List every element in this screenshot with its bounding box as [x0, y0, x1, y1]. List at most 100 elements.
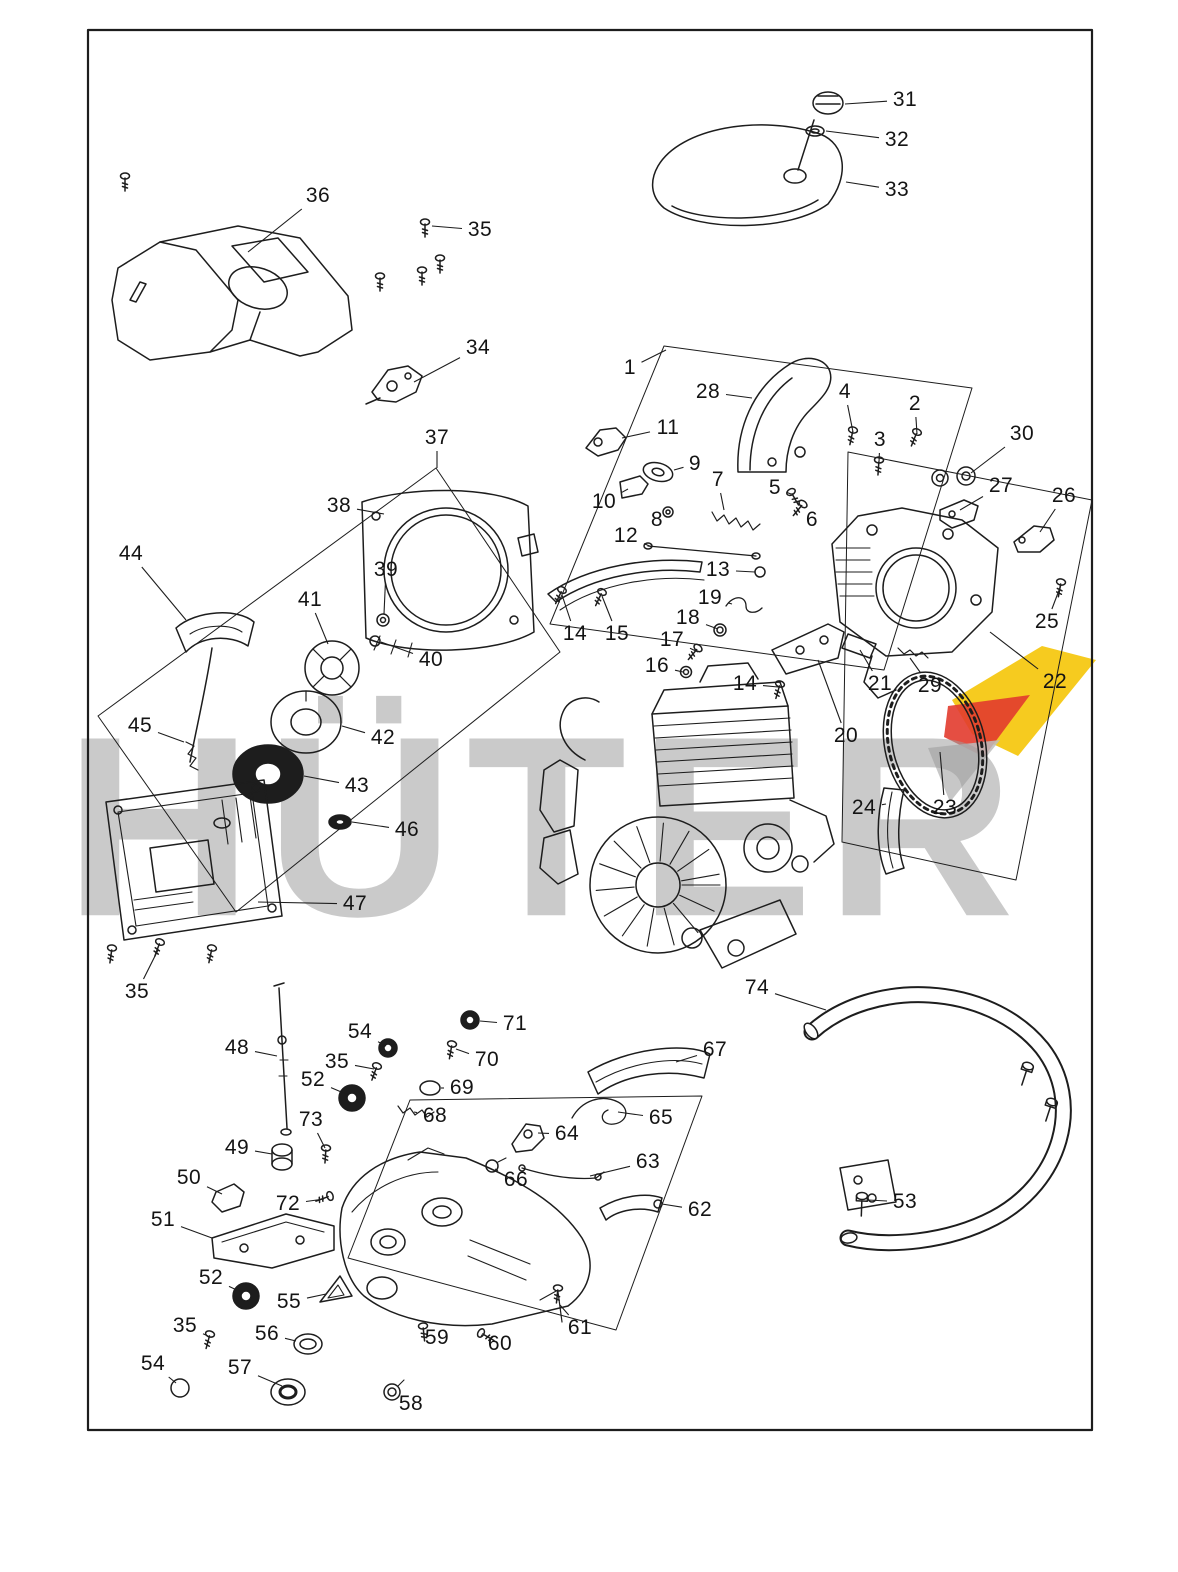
leader-line-25 [1051, 584, 1062, 610]
leader-line-22 [989, 631, 1039, 670]
part-chain-guide [877, 787, 905, 875]
leader-line-26 [1039, 508, 1056, 533]
leader-line-48 [254, 1051, 278, 1057]
callout-27: 27 [988, 474, 1014, 497]
callout-8: 8 [650, 508, 664, 531]
part-starter-handle [175, 612, 255, 771]
part-starter-base-plate [104, 779, 283, 965]
callout-35: 35 [324, 1050, 350, 1073]
callout-52: 52 [198, 1266, 224, 1289]
callout-67: 67 [702, 1038, 728, 1061]
callout-15: 15 [604, 622, 630, 645]
callout-14: 14 [732, 672, 758, 695]
callout-37: 37 [424, 426, 450, 449]
leader-line-63 [589, 1165, 631, 1177]
callout-39: 39 [373, 558, 399, 581]
callout-4: 4 [838, 380, 852, 403]
callout-30: 30 [1009, 422, 1035, 445]
callout-68: 68 [422, 1104, 448, 1127]
callout-61: 61 [567, 1316, 593, 1339]
part-throttle-rod [271, 982, 293, 1171]
part-front-handle [803, 986, 1072, 1252]
callout-51: 51 [150, 1208, 176, 1231]
callout-66: 66 [503, 1168, 529, 1191]
callout-35: 35 [172, 1314, 198, 1337]
callout-2: 2 [908, 392, 922, 415]
callout-56: 56 [254, 1322, 280, 1345]
leader-line-35 [354, 1064, 375, 1070]
leader-line-9 [673, 466, 684, 471]
callout-49: 49 [224, 1136, 250, 1159]
callout-60: 60 [487, 1332, 513, 1355]
part-brake-lever-group [547, 357, 929, 701]
leader-line-53 [867, 1199, 888, 1202]
callout-55: 55 [276, 1290, 302, 1313]
callout-41: 41 [297, 588, 323, 611]
leader-line-21 [859, 649, 873, 672]
leader-line-2 [915, 416, 918, 435]
leader-line-20 [817, 659, 842, 724]
leader-line-11 [621, 431, 651, 439]
leader-line-41 [314, 612, 329, 645]
callout-52: 52 [300, 1068, 326, 1091]
leader-line-66 [494, 1168, 499, 1172]
callout-62: 62 [687, 1198, 713, 1221]
callout-7: 7 [711, 468, 725, 491]
part-starter-pulley-stack [232, 613, 390, 830]
leader-line-35 [202, 1333, 209, 1337]
callout-36: 36 [305, 184, 331, 207]
callout-24: 24 [851, 796, 877, 819]
callout-28: 28 [695, 380, 721, 403]
watermark-text: HÜTER [64, 682, 1027, 971]
leader-line-16 [674, 669, 684, 673]
leader-line-52 [228, 1285, 244, 1294]
leader-line-47 [257, 901, 338, 905]
part-air-filter-cover [651, 91, 844, 227]
leader-line-34 [413, 357, 461, 383]
callout-35: 35 [124, 980, 150, 1003]
callout-50: 50 [176, 1166, 202, 1189]
leader-line-14 [762, 685, 779, 688]
callout-19: 19 [697, 586, 723, 609]
callout-65: 65 [648, 1106, 674, 1129]
callout-63: 63 [635, 1150, 661, 1173]
callout-11: 11 [656, 416, 680, 439]
leader-line-54 [168, 1376, 177, 1384]
callout-43: 43 [344, 774, 370, 797]
callout-5: 5 [768, 476, 782, 499]
callout-69: 69 [449, 1076, 475, 1099]
callout-32: 32 [884, 128, 910, 151]
callout-58: 58 [398, 1392, 424, 1415]
leader-line-54 [377, 1041, 387, 1047]
callout-44: 44 [118, 542, 144, 565]
leader-line-70 [455, 1048, 470, 1055]
callout-3: 3 [873, 428, 887, 451]
callout-64: 64 [554, 1122, 580, 1145]
leader-line-52 [330, 1087, 347, 1095]
leader-line-74 [774, 993, 827, 1011]
part-saw-chain [882, 671, 988, 819]
callout-59: 59 [424, 1326, 450, 1349]
leader-line-62 [661, 1203, 683, 1208]
leader-line-14 [561, 594, 572, 622]
callout-21: 21 [867, 672, 893, 695]
leader-line-72 [305, 1198, 325, 1203]
assembly-frames [97, 345, 1093, 1331]
callout-73: 73 [298, 1108, 324, 1131]
leader-line-17 [689, 647, 699, 653]
leader-line-4 [847, 404, 854, 433]
leader-line-68 [413, 1111, 418, 1114]
callout-47: 47 [342, 892, 368, 915]
leader-line-1 [641, 349, 667, 363]
callout-29: 29 [917, 674, 943, 697]
part-latch-bracket [365, 365, 423, 405]
leader-line-36 [247, 208, 303, 253]
callout-1: 1 [623, 356, 637, 379]
logo-red-swoosh [944, 695, 1030, 757]
callout-20: 20 [833, 724, 859, 747]
callout-71: 71 [502, 1012, 528, 1035]
leader-line-5 [786, 491, 792, 495]
